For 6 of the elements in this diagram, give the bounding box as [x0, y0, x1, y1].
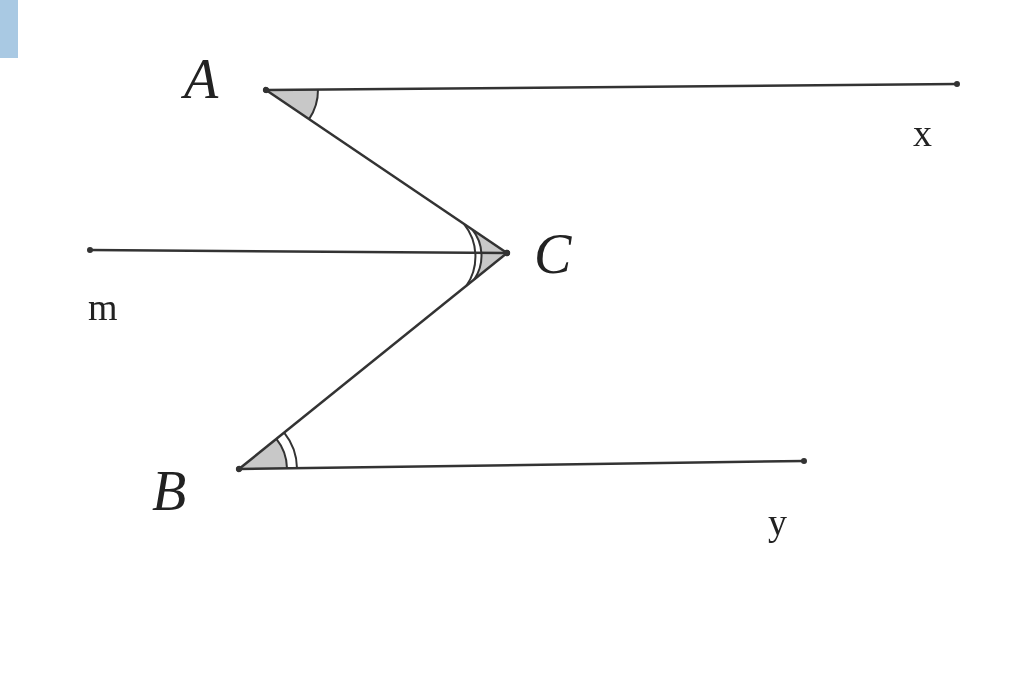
point-label: m: [88, 288, 118, 326]
line-segment: [236, 458, 807, 472]
point-label: C: [534, 226, 572, 282]
point-label: x: [913, 114, 932, 152]
point-label: y: [768, 503, 787, 541]
point-label: B: [152, 463, 187, 519]
